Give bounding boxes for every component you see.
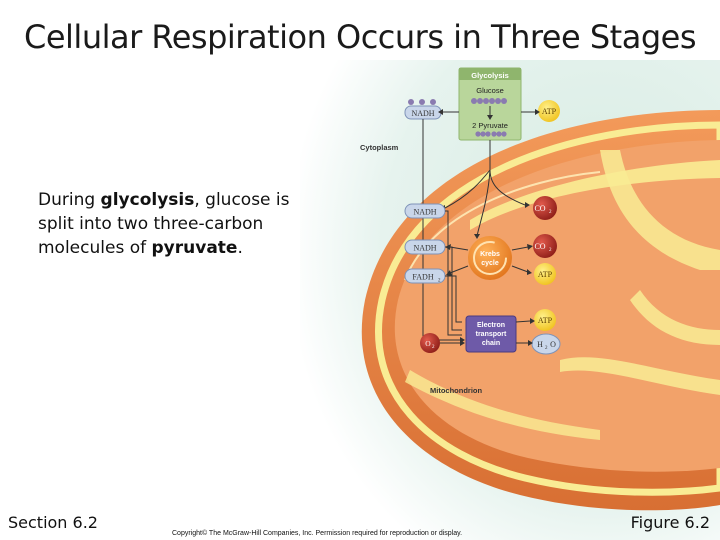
nadh-krebs: NADH [404,239,446,255]
svg-text:NADH: NADH [413,208,436,217]
svg-text:O: O [550,340,556,349]
svg-text:ATP: ATP [538,270,553,279]
glucose-label: Glucose [476,86,504,95]
glycolysis-atp: ATP [538,100,560,122]
svg-text:transport: transport [476,331,507,338]
nadh-pyruvate-oxidation: NADH [404,203,446,219]
cytoplasm-label: Cytoplasm [360,143,399,152]
glycolysis-title: Glycolysis [471,71,509,80]
svg-text:ATP: ATP [542,107,557,116]
svg-text:ATP: ATP [538,316,553,325]
atp-krebs: ATP [534,263,556,285]
keyword-pyruvate: pyruvate [151,238,238,258]
svg-text:Electron: Electron [477,322,505,329]
pyruvate-label: 2 Pyruvate [472,121,508,130]
svg-text:H: H [537,340,543,349]
figure-label: Figure 6.2 [630,513,710,532]
svg-text:2: 2 [545,346,548,351]
svg-text:O: O [425,339,431,348]
section-label: Section 6.2 [8,513,98,532]
oxygen: O 2 [420,333,440,353]
svg-text:FADH: FADH [412,273,433,282]
svg-text:2: 2 [438,279,441,284]
co2-first: CO 2 [533,196,557,220]
svg-text:2: 2 [549,248,552,253]
slide-title: Cellular Respiration Occurs in Three Sta… [24,18,696,56]
atp-etc: ATP [534,309,556,331]
electron-transport-chain: Electron transport chain [465,315,517,353]
svg-text:NADH: NADH [413,244,436,253]
co2-second: CO 2 [533,234,557,258]
body-text-part: During [38,190,101,210]
svg-text:Krebs: Krebs [480,251,500,258]
fadh2-krebs: FADH 2 [404,268,446,284]
copyright-notice: Copyright© The McGraw-Hill Companies, In… [172,530,463,537]
body-text-part: . [237,238,243,258]
glucose-molecule [471,98,507,104]
svg-text:NADH: NADH [411,109,434,118]
body-text-part: , glucose is split into two three-carbon… [38,190,290,258]
svg-text:cycle: cycle [481,260,499,267]
body-text: During glycolysis, glucose is split into… [38,188,323,260]
svg-text:2: 2 [432,345,435,350]
krebs-cycle: Krebs cycle [468,236,512,280]
glycolysis-nadh: NADH [404,99,442,120]
pyruvate-molecules [475,131,507,137]
water: H 2 O [531,333,561,355]
pyruvate-arrows [444,140,526,237]
svg-text:CO: CO [534,204,545,213]
glycolysis-box: Glycolysis Glucose 2 Pyruvate [458,67,522,141]
svg-text:CO: CO [534,242,545,251]
keyword-glycolysis: glycolysis [100,190,195,210]
svg-text:2: 2 [549,210,552,215]
svg-text:chain: chain [482,340,500,347]
mitochondrion-label: Mitochondrion [430,386,482,395]
